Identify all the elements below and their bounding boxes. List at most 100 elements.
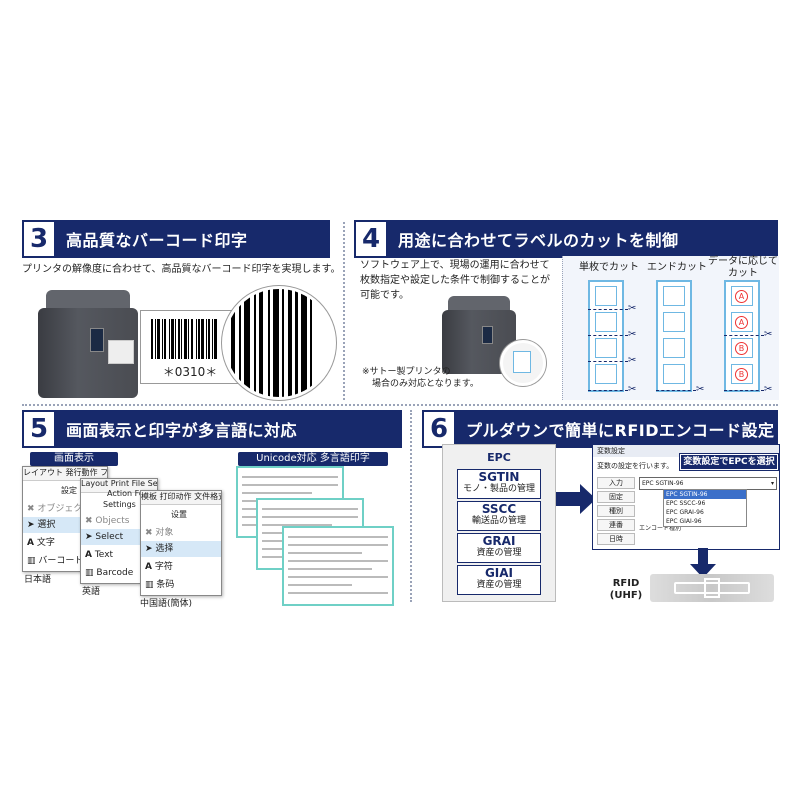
section3-title: 高品質なバーコード印字 xyxy=(66,231,248,250)
row-type: 種別 xyxy=(597,505,635,517)
en-objects-label: Objects xyxy=(95,516,130,526)
cn-text: A 字符 xyxy=(145,562,173,572)
printer-image xyxy=(38,290,138,400)
jp-text: A 文字 xyxy=(27,538,55,548)
epc-sscc-name: SSCC xyxy=(481,502,517,516)
callout-select-epc: 変数設定でEPCを選択 xyxy=(680,454,778,470)
col-data-cut-l1: データに応じて xyxy=(708,256,778,267)
divider-horizontal xyxy=(22,404,778,406)
note-line-2: 場合のみ対応となります。 xyxy=(372,379,479,389)
section4-header: 4 用途に合わせてラベルのカットを制御 xyxy=(354,220,778,258)
dropdown-option-sscc[interactable]: EPC SSCC-96 xyxy=(666,500,706,507)
jp-barcode: ▥ バーコード xyxy=(23,553,107,569)
cutter-zoom xyxy=(500,340,546,386)
arrow-right-icon xyxy=(556,484,596,514)
en-settings: Settings xyxy=(103,500,136,509)
section3-number: 3 xyxy=(22,220,56,258)
en-menu-2: Action Form xyxy=(107,489,155,498)
section6-number: 6 xyxy=(422,410,456,448)
barcode-small xyxy=(151,319,229,359)
window-chinese: 模板 打印动作 文件格式 设置 ✖ 对象 ➤ 选择 A 字符 ▥ 条码 xyxy=(140,490,222,596)
jp-objects: ✖ オブジェクト xyxy=(23,501,107,517)
tools-icon: ✖ xyxy=(85,516,93,526)
epc-item-sscc: SSCC 輸送品の管理 xyxy=(457,501,541,531)
dropdown-list[interactable]: EPC SGTIN-96 EPC SSCC-96 EPC GRAI-96 EPC… xyxy=(663,489,747,527)
cn-menu: 模板 打印动作 文件格式 xyxy=(141,491,221,505)
rfid-label: RFID (UHF) xyxy=(606,578,646,602)
caption-chinese: 中国語(簡体) xyxy=(140,599,193,609)
desc-line-1: ソフトウェア上で、現場の運用に合わせて xyxy=(360,260,550,271)
epc-heading: EPC xyxy=(487,451,511,464)
en-text: A Text xyxy=(85,550,114,560)
barcode-icon: ▥ xyxy=(145,580,154,590)
row-datetime: 日時 xyxy=(597,533,635,545)
cn-objects: ✖ 对象 xyxy=(141,525,221,541)
jp-objects-label: オブジェクト xyxy=(37,504,92,514)
divider-vertical-top xyxy=(343,222,345,400)
col-data-cut-l2: カット xyxy=(728,268,758,279)
dropdown-option-sgtin[interactable]: EPC SGTIN-96 xyxy=(664,490,746,499)
badge-b-2: B xyxy=(735,368,748,381)
epc-item-giai: GIAI 資産の管理 xyxy=(457,565,541,595)
section5-title: 画面表示と印字が多言語に対応 xyxy=(66,421,298,440)
dialog-subtitle: 変数の設定を行います。 xyxy=(597,462,674,470)
epc-sgtin-name: SGTIN xyxy=(478,470,520,484)
cursor-icon: ➤ xyxy=(85,532,93,542)
barcode-zoom xyxy=(222,286,336,400)
section4-number: 4 xyxy=(354,220,388,258)
dropdown-option-grai[interactable]: EPC GRAI-96 xyxy=(666,509,704,516)
row-serial: 連番 xyxy=(597,519,635,531)
jp-barcode-label: バーコード xyxy=(38,556,84,566)
en-menu: Layout Print File Se xyxy=(81,479,157,493)
doc-sample-3 xyxy=(282,526,394,606)
section4-title: 用途に合わせてラベルのカットを制御 xyxy=(398,231,679,250)
rfid-line-2: (UHF) xyxy=(609,590,643,601)
encode-type-label: エンコード種別 xyxy=(639,525,682,532)
rfid-line-1: RFID xyxy=(612,578,640,589)
cn-text-label: 字符 xyxy=(154,562,173,572)
cn-objects-label: 对象 xyxy=(155,528,174,538)
tools-icon: ✖ xyxy=(145,528,153,538)
en-barcode: ▥ Barcode xyxy=(81,565,157,581)
col-data-cut: データに応じて カット xyxy=(708,256,778,280)
badge-a-2: A xyxy=(735,316,748,329)
epc-sgtin-desc: モノ・製品の管理 xyxy=(462,484,535,494)
en-text-label: Text xyxy=(94,550,114,560)
en-objects: ✖ Objects xyxy=(81,513,157,529)
epc-grai-desc: 資産の管理 xyxy=(476,548,522,558)
divider-vertical-bottom xyxy=(410,410,412,602)
badge-b-1: B xyxy=(735,342,748,355)
epc-sscc-desc: 輸送品の管理 xyxy=(471,516,526,526)
cursor-icon: ➤ xyxy=(145,544,153,554)
cn-settings: 设置 xyxy=(171,510,187,519)
en-select-label: Select xyxy=(95,532,124,542)
section4-description: ソフトウェア上で、現場の運用に合わせて 枚数指定や設定した条件で制御することが … xyxy=(360,258,560,303)
chevron-down-icon: ▾ xyxy=(770,480,774,487)
section5-number: 5 xyxy=(22,410,56,448)
cn-select-label: 选择 xyxy=(155,544,174,554)
arrow-down-icon xyxy=(690,548,716,578)
row-input: 入力 xyxy=(597,477,635,489)
dropdown-option-giai[interactable]: EPC GIAI-96 xyxy=(666,518,702,525)
rfid-tag-icon xyxy=(650,574,774,602)
epc-giai-desc: 資産の管理 xyxy=(476,580,522,590)
tools-icon: ✖ xyxy=(27,504,35,514)
section6-header: 6 プルダウンで簡単にRFIDエンコード設定 xyxy=(422,410,778,448)
col-single-cut: 単枚でカット xyxy=(579,262,639,273)
epc-item-grai: GRAI 資産の管理 xyxy=(457,533,541,563)
caption-english: 英語 xyxy=(82,587,101,597)
barcode-icon: ▥ xyxy=(27,556,36,566)
epc-giai-name: GIAI xyxy=(484,566,514,580)
cursor-icon: ➤ xyxy=(27,520,35,530)
cn-barcode: ▥ 条码 xyxy=(141,577,221,593)
caption-japanese: 日本語 xyxy=(24,575,52,585)
section6-title: プルダウンで簡単にRFIDエンコード設定 xyxy=(466,421,775,440)
epc-item-sgtin: SGTIN モノ・製品の管理 xyxy=(457,469,541,499)
note-line-1: ※サトー製プリンタの xyxy=(362,367,451,377)
section3-description: プリンタの解像度に合わせて、高品質なバーコード印字を実現します。 xyxy=(22,264,341,275)
section5-header: 5 画面表示と印字が多言語に対応 xyxy=(22,410,402,448)
badge-a-1: A xyxy=(735,290,748,303)
desc-line-2: 枚数指定や設定した条件で制御することが xyxy=(360,275,550,286)
section3-header: 3 高品質なバーコード印字 xyxy=(22,220,330,258)
unicode-print-tag: Unicode対応 多言語印字 xyxy=(238,452,388,466)
